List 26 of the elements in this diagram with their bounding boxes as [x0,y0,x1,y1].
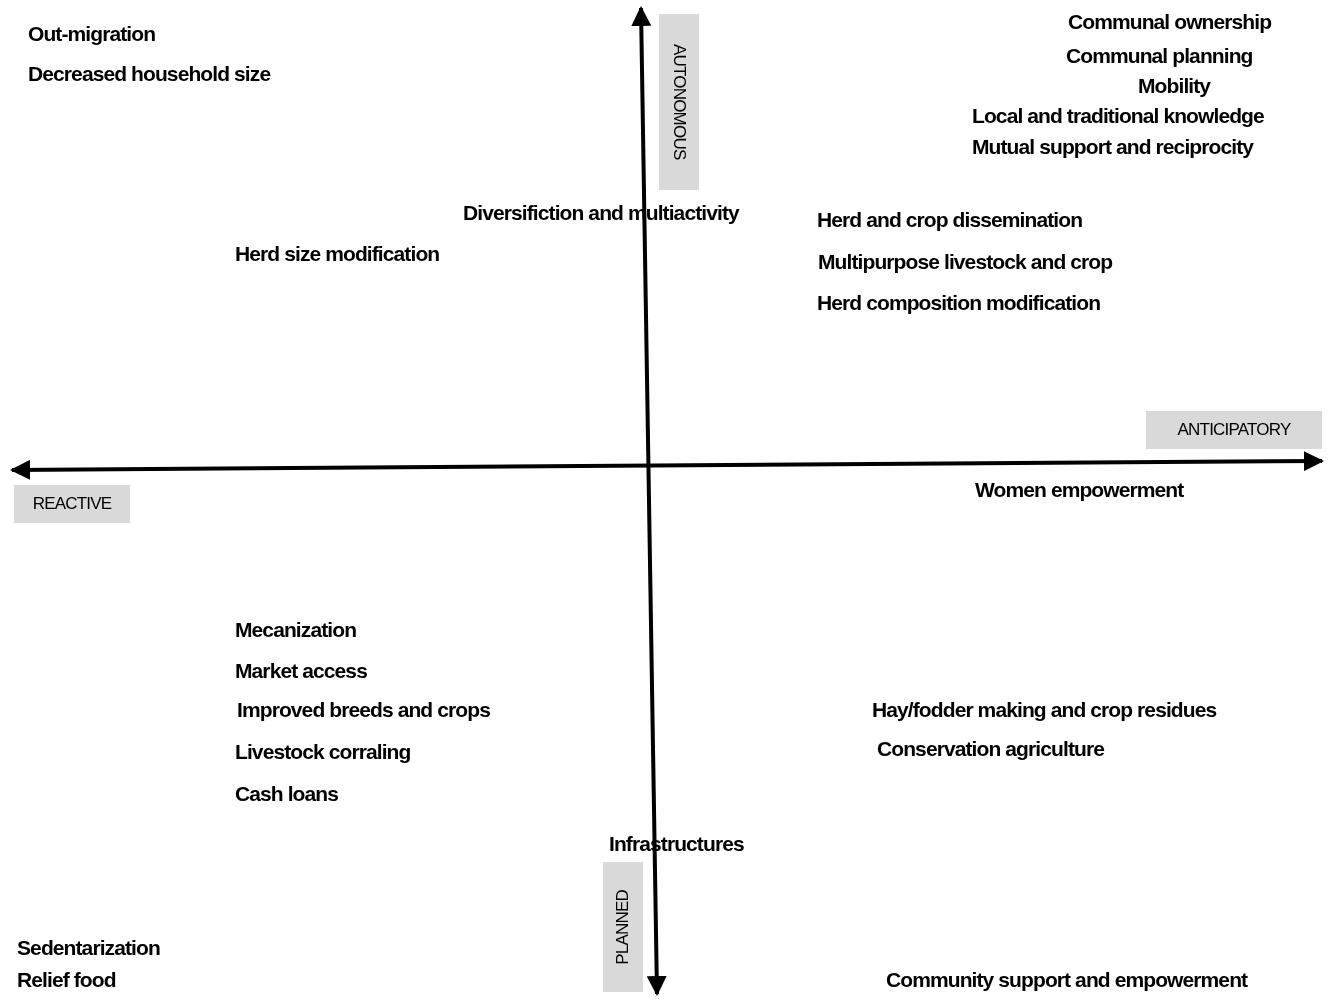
axis-title: REACTIVE [32,494,112,514]
axis-title: AUTONOMOUS [669,44,689,160]
strategy-label: Multipurpose livestock and crop [818,250,1113,274]
strategy-label: Sedentarization [17,936,160,960]
strategy-label: Cash loans [235,782,339,806]
strategy-label: Herd size modification [235,242,440,266]
strategy-label: Hay/fodder making and crop residues [872,698,1217,722]
axis-title: ANTICIPATORY [1177,420,1291,440]
strategy-label: Out-migration [28,22,156,46]
axis-title: PLANNED [613,889,633,965]
strategy-label: Conservation agriculture [877,737,1104,761]
strategy-label: Mutual support and reciprocity [972,135,1254,159]
strategy-label: Mobility [1138,74,1211,98]
strategy-label: Livestock corraling [235,740,411,764]
strategy-label: Market access [235,659,367,683]
strategy-label: Local and traditional knowledge [972,104,1264,128]
strategy-label: Relief food [17,968,116,992]
strategy-label: Communal planning [1066,44,1253,68]
strategy-label: Mecanization [235,618,357,642]
strategy-label: Women empowerment [975,478,1184,502]
strategy-label: Improved breeds and crops [237,698,490,722]
strategy-label: Communal ownership [1068,10,1272,34]
strategy-label: Herd composition modification [817,291,1101,315]
strategy-label: Herd and crop dissemination [817,208,1083,232]
strategy-label: Decreased household size [28,62,271,86]
strategy-label: Community support and empowerment [886,968,1248,992]
